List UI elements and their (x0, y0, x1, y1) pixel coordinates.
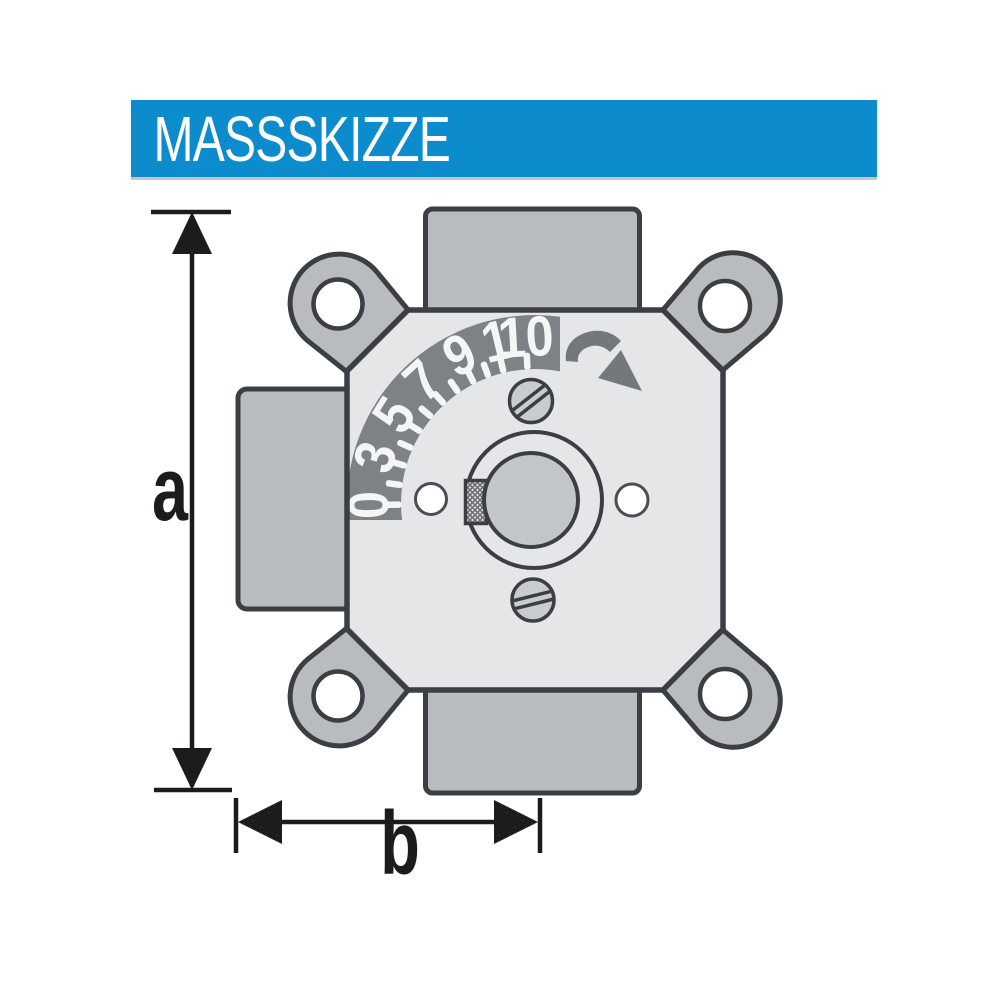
dial-scale-tick (523, 352, 531, 370)
pipe-connections (235, 206, 642, 796)
dial-scale-tick (390, 459, 407, 469)
dimension-b-arrow-right (494, 800, 538, 844)
dimension-a-label: a (152, 439, 189, 540)
dial-scale-tick (447, 378, 461, 395)
dial-scale-tick (464, 368, 477, 385)
pipe-left (235, 386, 355, 612)
dimension-a-arrow-up (172, 212, 212, 254)
dial-scale-tick (480, 361, 492, 379)
dimension-b: b (233, 793, 543, 894)
dimension-a: a (151, 209, 232, 793)
dial-scale-label-10: 10 (496, 304, 555, 371)
screw-bottom-head (510, 577, 556, 623)
dial-scale-tick (406, 421, 423, 434)
dimension-b-arrow-left (238, 800, 282, 844)
screw-bottom (510, 577, 556, 623)
dial-scale-tick (384, 501, 402, 509)
ear-hole-top-left (311, 277, 365, 331)
header-bar: MASSSKIZZE (131, 100, 877, 180)
pipe-top (423, 206, 642, 318)
screw-top (507, 377, 555, 425)
dial-scale-tick (397, 439, 414, 451)
dimension-b-label: b (380, 793, 420, 894)
knob (482, 451, 580, 549)
screw-top-head (507, 377, 555, 425)
dial-scale-tick (432, 391, 447, 406)
body-hole-left (414, 482, 448, 516)
ear-hole-bottom-right (697, 666, 753, 722)
page-title: MASSSKIZZE (153, 102, 451, 175)
dial-scale-tick (497, 356, 507, 374)
body-hole-right (614, 482, 650, 518)
valve-body-outline (344, 307, 726, 693)
dial-scale-tick (385, 480, 403, 489)
dial-scale-ticks (384, 352, 531, 509)
dial-scale-tick (418, 405, 434, 419)
dimension-a-arrow-down (172, 748, 212, 790)
pipe-bottom (423, 682, 642, 796)
ear-hole-top-right (697, 278, 753, 334)
dial-scale-band (347, 315, 560, 520)
ear-hole-bottom-left (311, 669, 365, 723)
rotation-arrow-icon (565, 330, 642, 391)
